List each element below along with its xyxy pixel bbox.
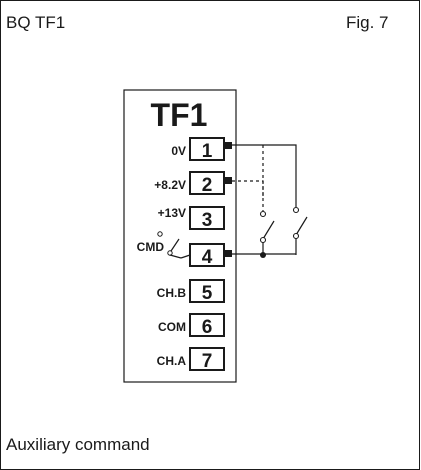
terminal-label-13v: +13V <box>158 206 186 220</box>
terminal-box-6 <box>189 313 225 337</box>
device-title: TF1 <box>151 97 208 133</box>
wire-cmd <box>232 252 296 258</box>
connector-4 <box>225 250 232 257</box>
terminal-number-2: 2 <box>202 175 213 196</box>
terminal-box-3 <box>189 206 225 230</box>
connector-1 <box>225 142 232 149</box>
connector-2 <box>225 177 232 184</box>
terminal-label-0v: 0V <box>171 144 186 158</box>
figure-title: BQ TF1 <box>6 13 66 32</box>
wire-0v <box>232 144 297 207</box>
wire-8v2-dashed <box>232 180 264 211</box>
terminal-number-4: 4 <box>202 247 213 268</box>
terminal-number-7: 7 <box>202 351 213 372</box>
wiring-diagram: TF1 1 0V 2 +8.2V 3 +13V 4 CMD 5 CH.B 6 C… <box>123 89 308 383</box>
figure-caption: Auxiliary command <box>6 435 150 454</box>
terminal-label-8v2: +8.2V <box>154 178 186 192</box>
figure-number: Fig. 7 <box>346 13 389 32</box>
terminal-label-com: COM <box>158 320 186 334</box>
terminal-label-cha: CH.A <box>157 354 187 368</box>
external-switch-1 <box>259 210 275 255</box>
terminal-number-5: 5 <box>202 283 213 304</box>
terminal-box-2 <box>189 171 225 195</box>
terminal-box-7 <box>189 347 225 371</box>
external-switch-2 <box>292 206 308 255</box>
terminal-box-5 <box>189 279 225 303</box>
device-body <box>123 89 237 383</box>
terminal-number-6: 6 <box>202 317 213 338</box>
terminal-label-cmd: CMD <box>137 240 165 254</box>
terminal-label-chb: CH.B <box>157 286 187 300</box>
terminal-box-1 <box>189 137 225 161</box>
terminal-number-1: 1 <box>202 141 213 162</box>
terminal-number-3: 3 <box>202 210 213 231</box>
internal-switch <box>157 231 191 259</box>
